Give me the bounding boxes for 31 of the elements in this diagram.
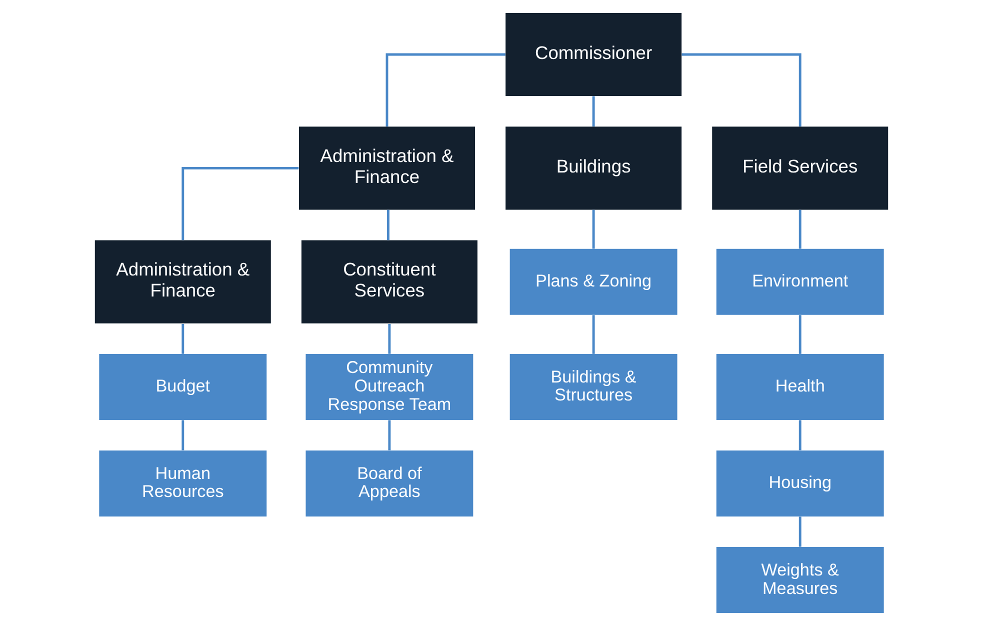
node-box: Community Outreach Response Team	[305, 354, 473, 420]
connector	[385, 53, 505, 126]
node-box: Commissioner	[505, 12, 682, 96]
connector	[592, 315, 594, 354]
node-box: Budget	[98, 354, 266, 420]
connector	[181, 324, 184, 354]
node-box: Plans & Zoning	[509, 248, 677, 315]
node-box: Buildings	[505, 126, 682, 210]
node-box: Health	[716, 354, 884, 420]
connector	[798, 420, 801, 450]
connector	[388, 324, 390, 354]
connector	[681, 53, 801, 126]
node-box: Housing	[716, 450, 884, 516]
connector	[386, 210, 389, 240]
node-box: Administration & Finance	[94, 240, 270, 324]
connector	[592, 210, 594, 249]
connector	[798, 516, 801, 547]
node-box: Weights & Measures	[716, 547, 884, 614]
node-box: Environment	[716, 248, 884, 315]
node-box: Administration & Finance	[298, 126, 474, 210]
connector	[592, 96, 594, 126]
node-box: Buildings & Structures	[509, 354, 677, 420]
node-box: Human Resources	[98, 450, 266, 516]
connector	[181, 420, 184, 450]
connector	[798, 315, 801, 354]
node-box: Constituent Services	[300, 240, 477, 324]
connector	[181, 166, 298, 240]
node-box: Board of Appeals	[305, 450, 473, 516]
connector	[388, 420, 390, 450]
node-box: Field Services	[712, 126, 888, 210]
connector	[798, 210, 801, 249]
